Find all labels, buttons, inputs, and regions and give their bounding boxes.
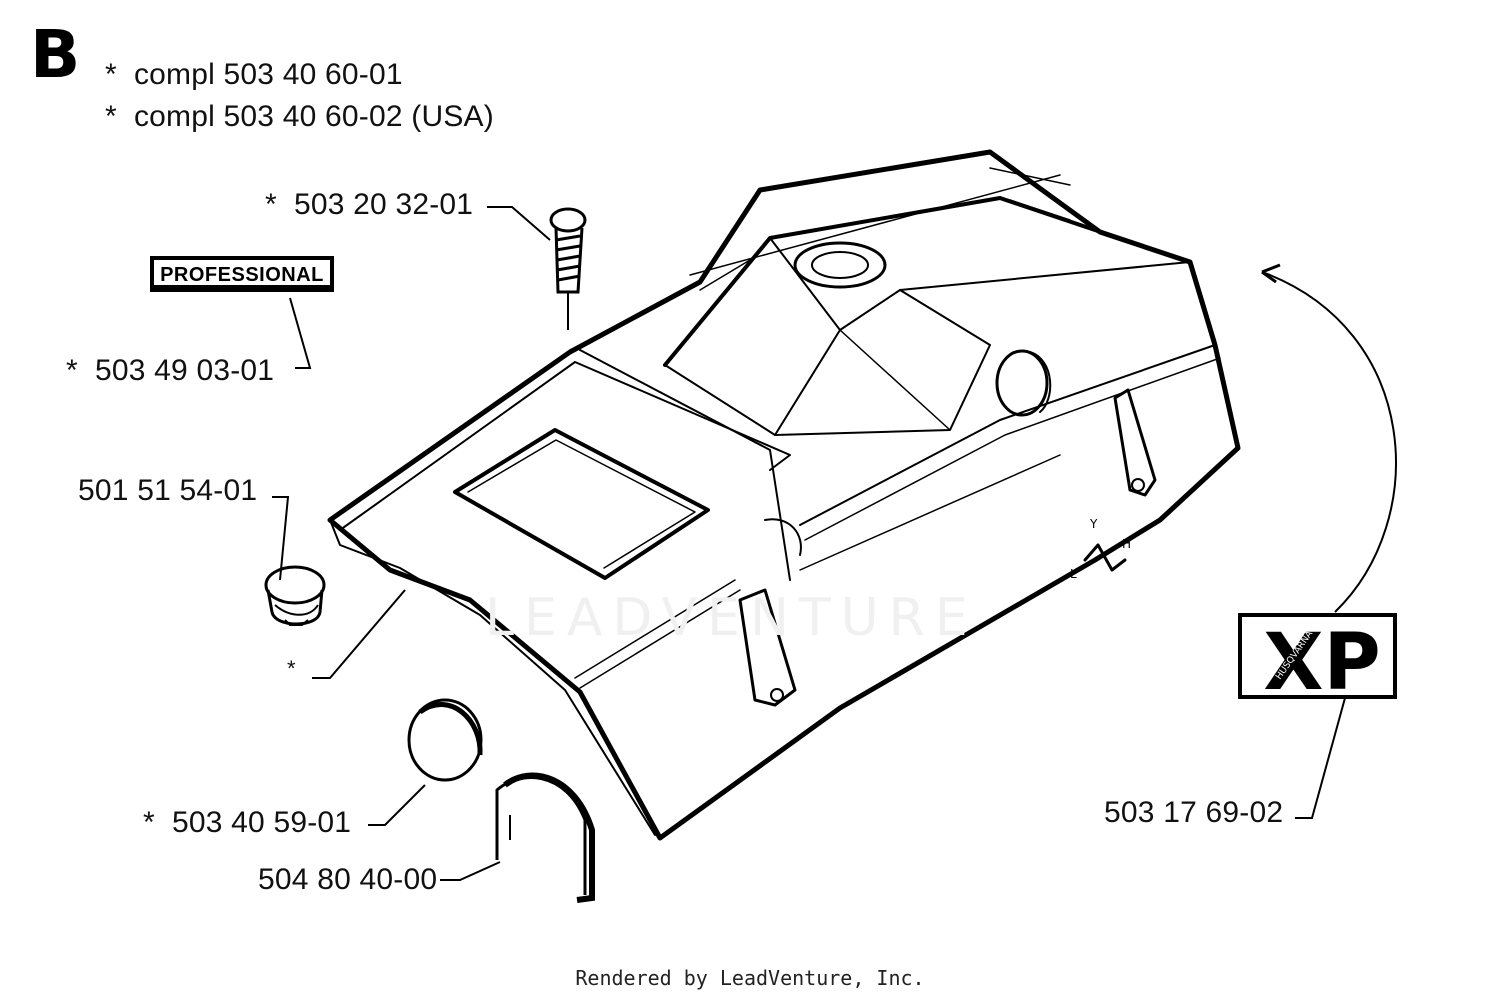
part-number: 503 20 32-01: [293, 188, 474, 221]
watermark: LEADVENTURE: [485, 588, 978, 648]
half-round-cover-part: [495, 772, 595, 903]
professional-decal-text: PROFESSIONAL: [160, 264, 324, 286]
part-number: 501 51 54-01: [78, 474, 258, 507]
footer-credit: Rendered by LeadVenture, Inc.: [575, 966, 925, 990]
rubber-plug-part: [264, 565, 326, 626]
part-star: *: [265, 188, 277, 221]
screw-part: [549, 207, 587, 330]
part-label-half-round-cover: 504 80 40-00: [258, 863, 437, 897]
xp-decal-text: XP: [1263, 618, 1380, 708]
part-star: *: [287, 656, 296, 681]
assembly-line-1: * compl 503 40 60-01: [105, 58, 403, 92]
part-star: *: [143, 806, 155, 839]
svg-text:Y: Y: [1089, 517, 1098, 531]
part-number: 503 40 59-01: [171, 806, 352, 839]
part-number: 503 17 69-02: [1104, 796, 1284, 829]
part-label-professional-decal: * 503 49 03-01: [66, 354, 274, 388]
svg-text:L: L: [1070, 567, 1077, 581]
part-label-xp-decal: 503 17 69-02: [1104, 796, 1283, 830]
part-number: 504 80 40-00: [258, 863, 438, 896]
cylinder-cover: Y L H: [327, 149, 1241, 841]
leader-lines: [272, 206, 1397, 881]
part-label-plug: 501 51 54-01: [78, 474, 257, 508]
assembly-star: *: [105, 58, 117, 91]
assembly-text: compl 503 40 60-01: [133, 58, 403, 91]
round-cap-part: [407, 698, 483, 782]
part-number: 503 49 03-01: [94, 354, 275, 387]
section-letter: B: [30, 16, 81, 93]
part-label-round-cap: * 503 40 59-01: [143, 806, 351, 840]
part-label-screw: * 503 20 32-01: [265, 188, 473, 222]
professional-decal: [150, 256, 334, 292]
part-star: *: [66, 354, 78, 387]
assembly-star: *: [105, 100, 117, 133]
part-label-cover-star: *: [287, 656, 296, 682]
assembly-line-2: * compl 503 40 60-02 (USA): [105, 100, 494, 134]
xp-decal: [1238, 613, 1397, 699]
svg-text:H: H: [1122, 537, 1131, 551]
assembly-text: compl 503 40 60-02 (USA): [133, 100, 494, 133]
